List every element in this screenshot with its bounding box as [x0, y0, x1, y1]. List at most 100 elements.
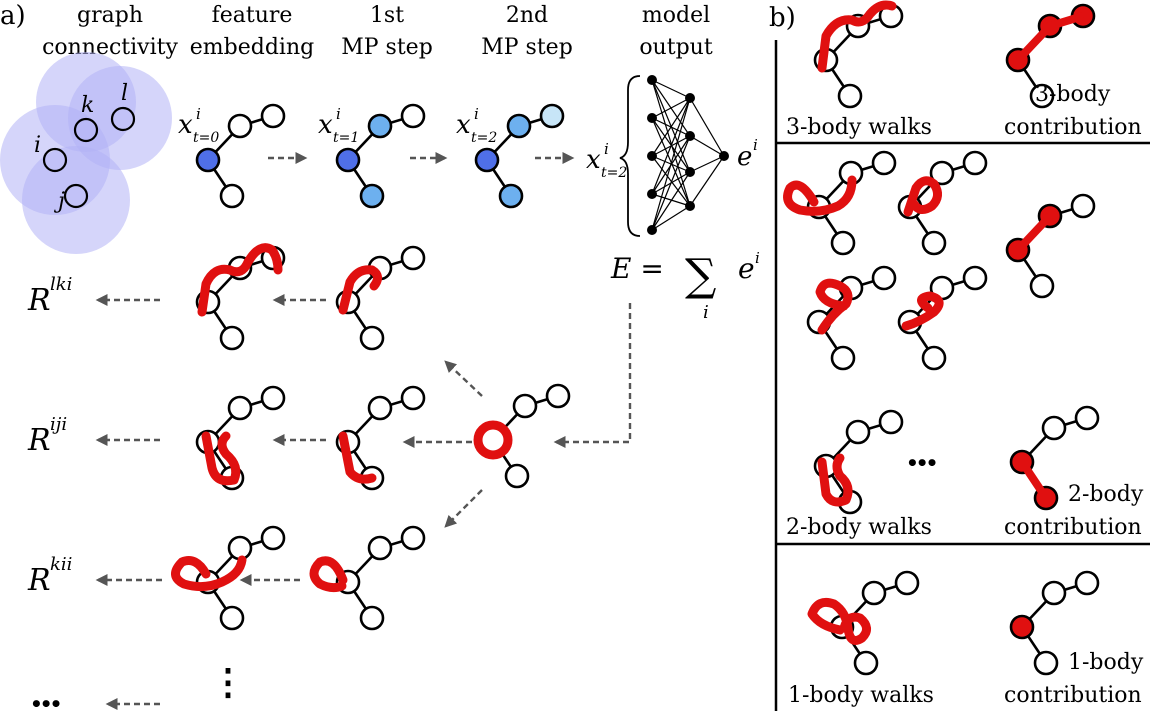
walk-lki-t1	[338, 265, 382, 315]
label-2body-contribution-2: contribution	[1004, 515, 1142, 540]
nn-node	[647, 151, 657, 161]
walk-kii-t1	[309, 556, 348, 593]
contribution-2body-top-path	[1015, 213, 1053, 253]
row-kii	[171, 525, 426, 631]
output-e-sup: i	[753, 136, 758, 154]
walk-2body-e	[817, 453, 853, 507]
output-e-symbol: e	[737, 142, 752, 172]
walk-2body-d	[901, 291, 944, 331]
molecule-t2	[474, 103, 565, 209]
label-1body-contribution-1: 1-body	[1068, 650, 1144, 675]
section-2-body	[783, 150, 1100, 515]
atom-label-l: l	[121, 81, 128, 106]
nn-connection	[651, 97, 691, 119]
energy-term-sup: i	[755, 249, 760, 267]
nn-connection	[651, 97, 691, 195]
nn-connection	[651, 171, 691, 231]
walk-1body	[807, 597, 871, 645]
section-3-body	[813, 0, 1096, 109]
r-kii-symbol: R	[27, 563, 51, 598]
header-2nd: 2nd	[506, 3, 548, 28]
nn-connection	[651, 97, 691, 231]
nn-connection	[651, 155, 691, 207]
x-t0-sup: i	[196, 105, 201, 123]
nn-node	[685, 131, 695, 141]
walk-3body	[817, 0, 897, 73]
label-2body-walks: 2-body walks	[786, 515, 932, 540]
nn-node	[647, 113, 657, 123]
walk-iji-t0	[201, 431, 241, 486]
panel-a-label: a)	[0, 1, 26, 31]
x-t1-symbol: x	[318, 110, 333, 140]
nn-node	[719, 151, 729, 161]
highlighted-atom	[473, 420, 513, 460]
row-iji	[195, 385, 426, 491]
vertical-ellipsis: ⋮	[210, 661, 246, 703]
r-kii-sup: kii	[50, 554, 72, 575]
nn-node	[685, 93, 695, 103]
arrow-energy-to-gradient	[553, 303, 632, 448]
energy-sum-symbol: ∑	[685, 250, 716, 301]
contribution-3body-path	[1015, 12, 1085, 63]
x-t2-sup: i	[474, 105, 479, 123]
input-brace	[619, 75, 641, 237]
header-output: output	[639, 35, 713, 60]
arrow-to-kii	[444, 489, 483, 528]
header-model: model	[642, 3, 710, 28]
x-t0-symbol: x	[178, 110, 193, 140]
atom-label-i: i	[34, 133, 41, 158]
arrow-to-lki	[444, 360, 483, 397]
graph-connectivity-cluster: k l i j	[0, 52, 172, 254]
atom-k	[73, 117, 99, 143]
section-1-body	[807, 570, 1100, 676]
nn-connection	[651, 79, 691, 207]
contribution-2body-path	[1018, 459, 1050, 501]
nn-connection	[651, 79, 691, 99]
nn-node	[647, 189, 657, 199]
label-3body-walks: 3-body walks	[786, 115, 932, 140]
row-ellipsis: •••	[30, 692, 60, 711]
walk-lki-t0	[197, 243, 283, 317]
x-model-sub: t=2	[601, 165, 627, 181]
x-t0-sub: t=0	[193, 130, 219, 146]
gradient-molecule	[473, 383, 571, 489]
walks-ellipsis: •••	[906, 451, 936, 475]
x-t2-symbol: x	[456, 110, 471, 140]
cutoff-sphere	[22, 146, 130, 254]
nn-node	[647, 225, 657, 235]
energy-sum-index: i	[703, 302, 709, 323]
r-lki-symbol: R	[27, 283, 51, 318]
panel-b-label: b)	[769, 3, 796, 33]
energy-term: e	[738, 252, 755, 285]
walk-2body-a	[783, 175, 857, 216]
nn-node	[685, 201, 695, 211]
header-feature: feature	[212, 3, 293, 28]
label-1body-contribution-2: contribution	[1004, 683, 1142, 708]
header-1st-mp-step: MP step	[341, 35, 433, 60]
row-lki	[195, 243, 426, 351]
atom-label-k: k	[81, 93, 94, 118]
walk-kii-t0	[171, 555, 247, 592]
nn-connection	[651, 97, 691, 157]
nn-connection	[689, 135, 725, 157]
nn-node	[647, 75, 657, 85]
atom-l	[110, 106, 136, 132]
label-1body-walks: 1-body walks	[788, 683, 934, 708]
x-t1-sub: t=1	[333, 130, 359, 146]
x-model-sup: i	[604, 140, 609, 158]
x-t1-sup: i	[336, 105, 341, 123]
atom-j	[63, 183, 89, 209]
label-2body-contribution-1: 2-body	[1068, 482, 1144, 507]
x-model-symbol: x	[586, 145, 601, 175]
atom-i	[42, 147, 68, 173]
label-3body-contribution-1: 3-body	[1035, 82, 1111, 107]
walk-2body-b	[903, 176, 942, 217]
nn-connection	[689, 155, 725, 207]
walk-2body-c	[815, 278, 853, 335]
neural-network-icon	[647, 75, 729, 235]
walk-iji-t1	[338, 431, 377, 484]
header-connectivity: connectivity	[42, 35, 178, 60]
molecule-t1	[335, 103, 426, 209]
